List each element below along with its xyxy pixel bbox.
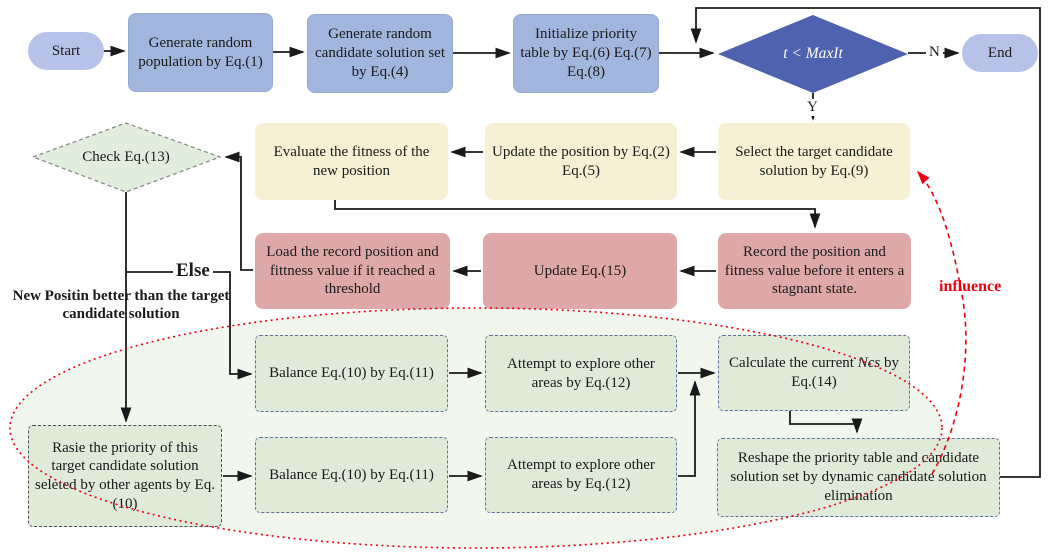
edge-calculate-to-reshape — [789, 411, 863, 434]
end-label: End — [987, 44, 1013, 61]
balance-bottom-box: Balance Eq.(10) by Eq.(11) — [255, 437, 448, 513]
update-position-label: Update the position by Eq.(2) Eq.(5) — [492, 143, 670, 179]
calculate-ncs-box: Calculate the current Ncs by Eq.(14) — [718, 335, 910, 411]
explore-bottom-box: Attempt to explore other areas by Eq.(12… — [485, 437, 677, 513]
loop-condition-text: t < MaxIt — [783, 45, 843, 63]
generate-population-box: Generate random population by Eq.(1) — [128, 13, 273, 92]
generate-candidate-set-box: Generate random candidate solution set b… — [307, 14, 453, 93]
calculate-ncs-symbol: Ncs — [857, 355, 881, 372]
generate-population-label: Generate random population by Eq.(1) — [138, 34, 263, 70]
edge-label-yes: Y — [804, 99, 821, 116]
reshape-box: Reshape the priority table and candidate… — [717, 438, 1000, 517]
yes-label: Y — [807, 99, 818, 115]
edge-label-influence: influence — [936, 278, 1004, 296]
balance-bottom-label: Balance Eq.(10) by Eq.(11) — [269, 466, 434, 483]
no-label: N — [929, 44, 940, 60]
check-condition-text: Check Eq.(13) — [82, 149, 170, 166]
generate-candidate-set-label: Generate random candidate solution set b… — [315, 26, 445, 80]
update-position-box: Update the position by Eq.(2) Eq.(5) — [485, 123, 677, 200]
explore-bottom-label: Attempt to explore other areas by Eq.(12… — [507, 457, 655, 492]
load-record-label: Load the record position and fittness va… — [266, 243, 439, 298]
initialize-priority-label: Initialize priority table by Eq.(6) Eq.(… — [520, 26, 652, 80]
raise-priority-box: Rasie the priority of this target candid… — [28, 425, 222, 527]
evaluate-fitness-label: Evaluate the fitness of the new position — [273, 143, 430, 179]
evaluate-fitness-box: Evaluate the fitness of the new position — [255, 123, 448, 200]
balance-top-label: Balance Eq.(10) by Eq.(11) — [269, 365, 434, 382]
update-eq15-box: Update Eq.(15) — [483, 233, 677, 309]
new-position-branch-label: New Positin better than the target candi… — [12, 288, 230, 322]
edge-label-else: Else — [173, 260, 213, 282]
influence-arrow — [916, 170, 967, 475]
influence-label: influence — [939, 278, 1002, 295]
calculate-ncs-label: Calculate the current Ncs by Eq.(14) — [725, 354, 903, 392]
else-label: Else — [176, 260, 210, 281]
raise-priority-label: Rasie the priority of this target candid… — [35, 439, 215, 512]
explore-top-box: Attempt to explore other areas by Eq.(12… — [485, 335, 677, 412]
start-label: Start — [51, 42, 81, 59]
loop-decision-label: t < MaxIt — [740, 15, 886, 93]
select-target-box: Select the target candidate solution by … — [718, 123, 910, 200]
balance-top-box: Balance Eq.(10) by Eq.(11) — [255, 335, 448, 412]
select-target-label: Select the target candidate solution by … — [735, 143, 893, 179]
calculate-ncs-prefix: Calculate the current — [729, 355, 858, 372]
start-terminal: Start — [28, 32, 104, 70]
load-record-box: Load the record position and fittness va… — [255, 233, 450, 309]
record-position-box: Record the position and fitness value be… — [718, 233, 911, 309]
initialize-priority-box: Initialize priority table by Eq.(6) Eq.(… — [513, 14, 659, 93]
edge-label-no: N — [926, 44, 943, 61]
end-terminal: End — [962, 34, 1038, 72]
edge-load-to-check — [224, 151, 253, 271]
edge-evaluate-to-record — [334, 200, 821, 229]
edge-explore-bottom-merge-up — [678, 380, 701, 477]
edge-label-new-position: New Positin better than the target candi… — [5, 288, 237, 323]
explore-top-label: Attempt to explore other areas by Eq.(12… — [507, 355, 655, 391]
check-decision-label: Check Eq.(13) — [48, 123, 204, 192]
record-position-label: Record the position and fitness value be… — [724, 243, 905, 298]
update-eq15-label: Update Eq.(15) — [533, 262, 627, 279]
reshape-label: Reshape the priority table and candidate… — [730, 450, 987, 504]
